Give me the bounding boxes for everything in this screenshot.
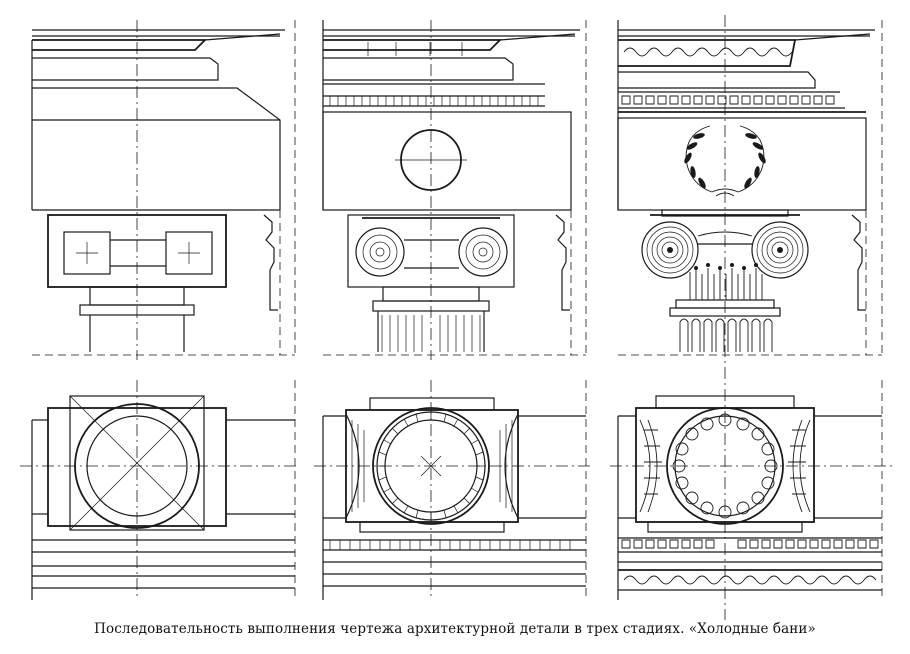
stage-3-plan bbox=[610, 380, 892, 600]
laurel-wreath bbox=[684, 125, 766, 197]
volute-left bbox=[641, 221, 699, 279]
stage-3-elevation bbox=[617, 15, 883, 620]
stage-1-plan bbox=[20, 380, 300, 600]
stage-2-elevation bbox=[322, 20, 587, 360]
volute-right bbox=[751, 221, 809, 279]
stage-2-plan bbox=[314, 380, 592, 600]
figure-caption: Последовательность выполнения чертежа ар… bbox=[94, 621, 816, 637]
stage-1-elevation bbox=[31, 20, 296, 360]
